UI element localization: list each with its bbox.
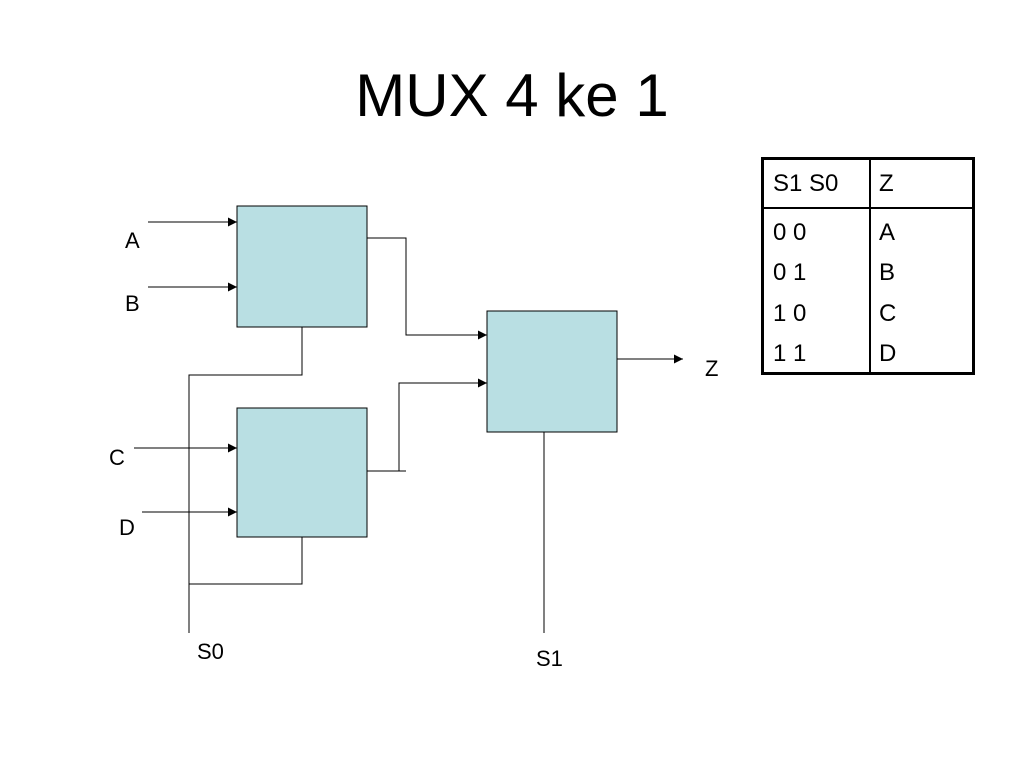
slide-title: MUX 4 ke 1: [355, 62, 669, 129]
truth-table-row-select: 0 1: [773, 259, 807, 286]
truth-table-header-output: Z: [879, 170, 894, 197]
truth-table-row-output: D: [879, 340, 897, 367]
output-label-z: Z: [705, 356, 718, 381]
truth-table: S1 S0 Z 0 0 A 0 1 B 1 0 C 1 1 D: [761, 157, 975, 375]
truth-table-row-select: 1 0: [773, 300, 807, 327]
bottom-mux-output-wire: [398, 378, 487, 471]
input-label-d: D: [119, 515, 135, 540]
mux-block-top: [236, 205, 368, 328]
truth-table-row-select: 1 1: [773, 340, 807, 367]
truth-table-header-divider: [764, 207, 972, 209]
input-label-b: B: [125, 291, 140, 316]
truth-table-row-output: C: [879, 300, 897, 327]
truth-table-row-output: B: [879, 259, 896, 286]
mux-block-bottom: [236, 407, 368, 538]
truth-table-column-divider: [869, 160, 871, 372]
top-mux-output-wire: [367, 237, 487, 340]
mux-block-output: [486, 310, 618, 433]
s0-select-wire-bottom: [189, 537, 303, 585]
input-label-c: C: [109, 445, 125, 470]
select-label-s1: S1: [536, 646, 563, 671]
truth-table-header-select: S1 S0: [773, 170, 839, 197]
select-label-s0: S0: [197, 639, 224, 664]
truth-table-row-output: A: [879, 219, 896, 246]
input-label-a: A: [125, 228, 140, 253]
s0-select-wire-top: [188, 327, 303, 633]
truth-table-row-select: 0 0: [773, 219, 807, 246]
